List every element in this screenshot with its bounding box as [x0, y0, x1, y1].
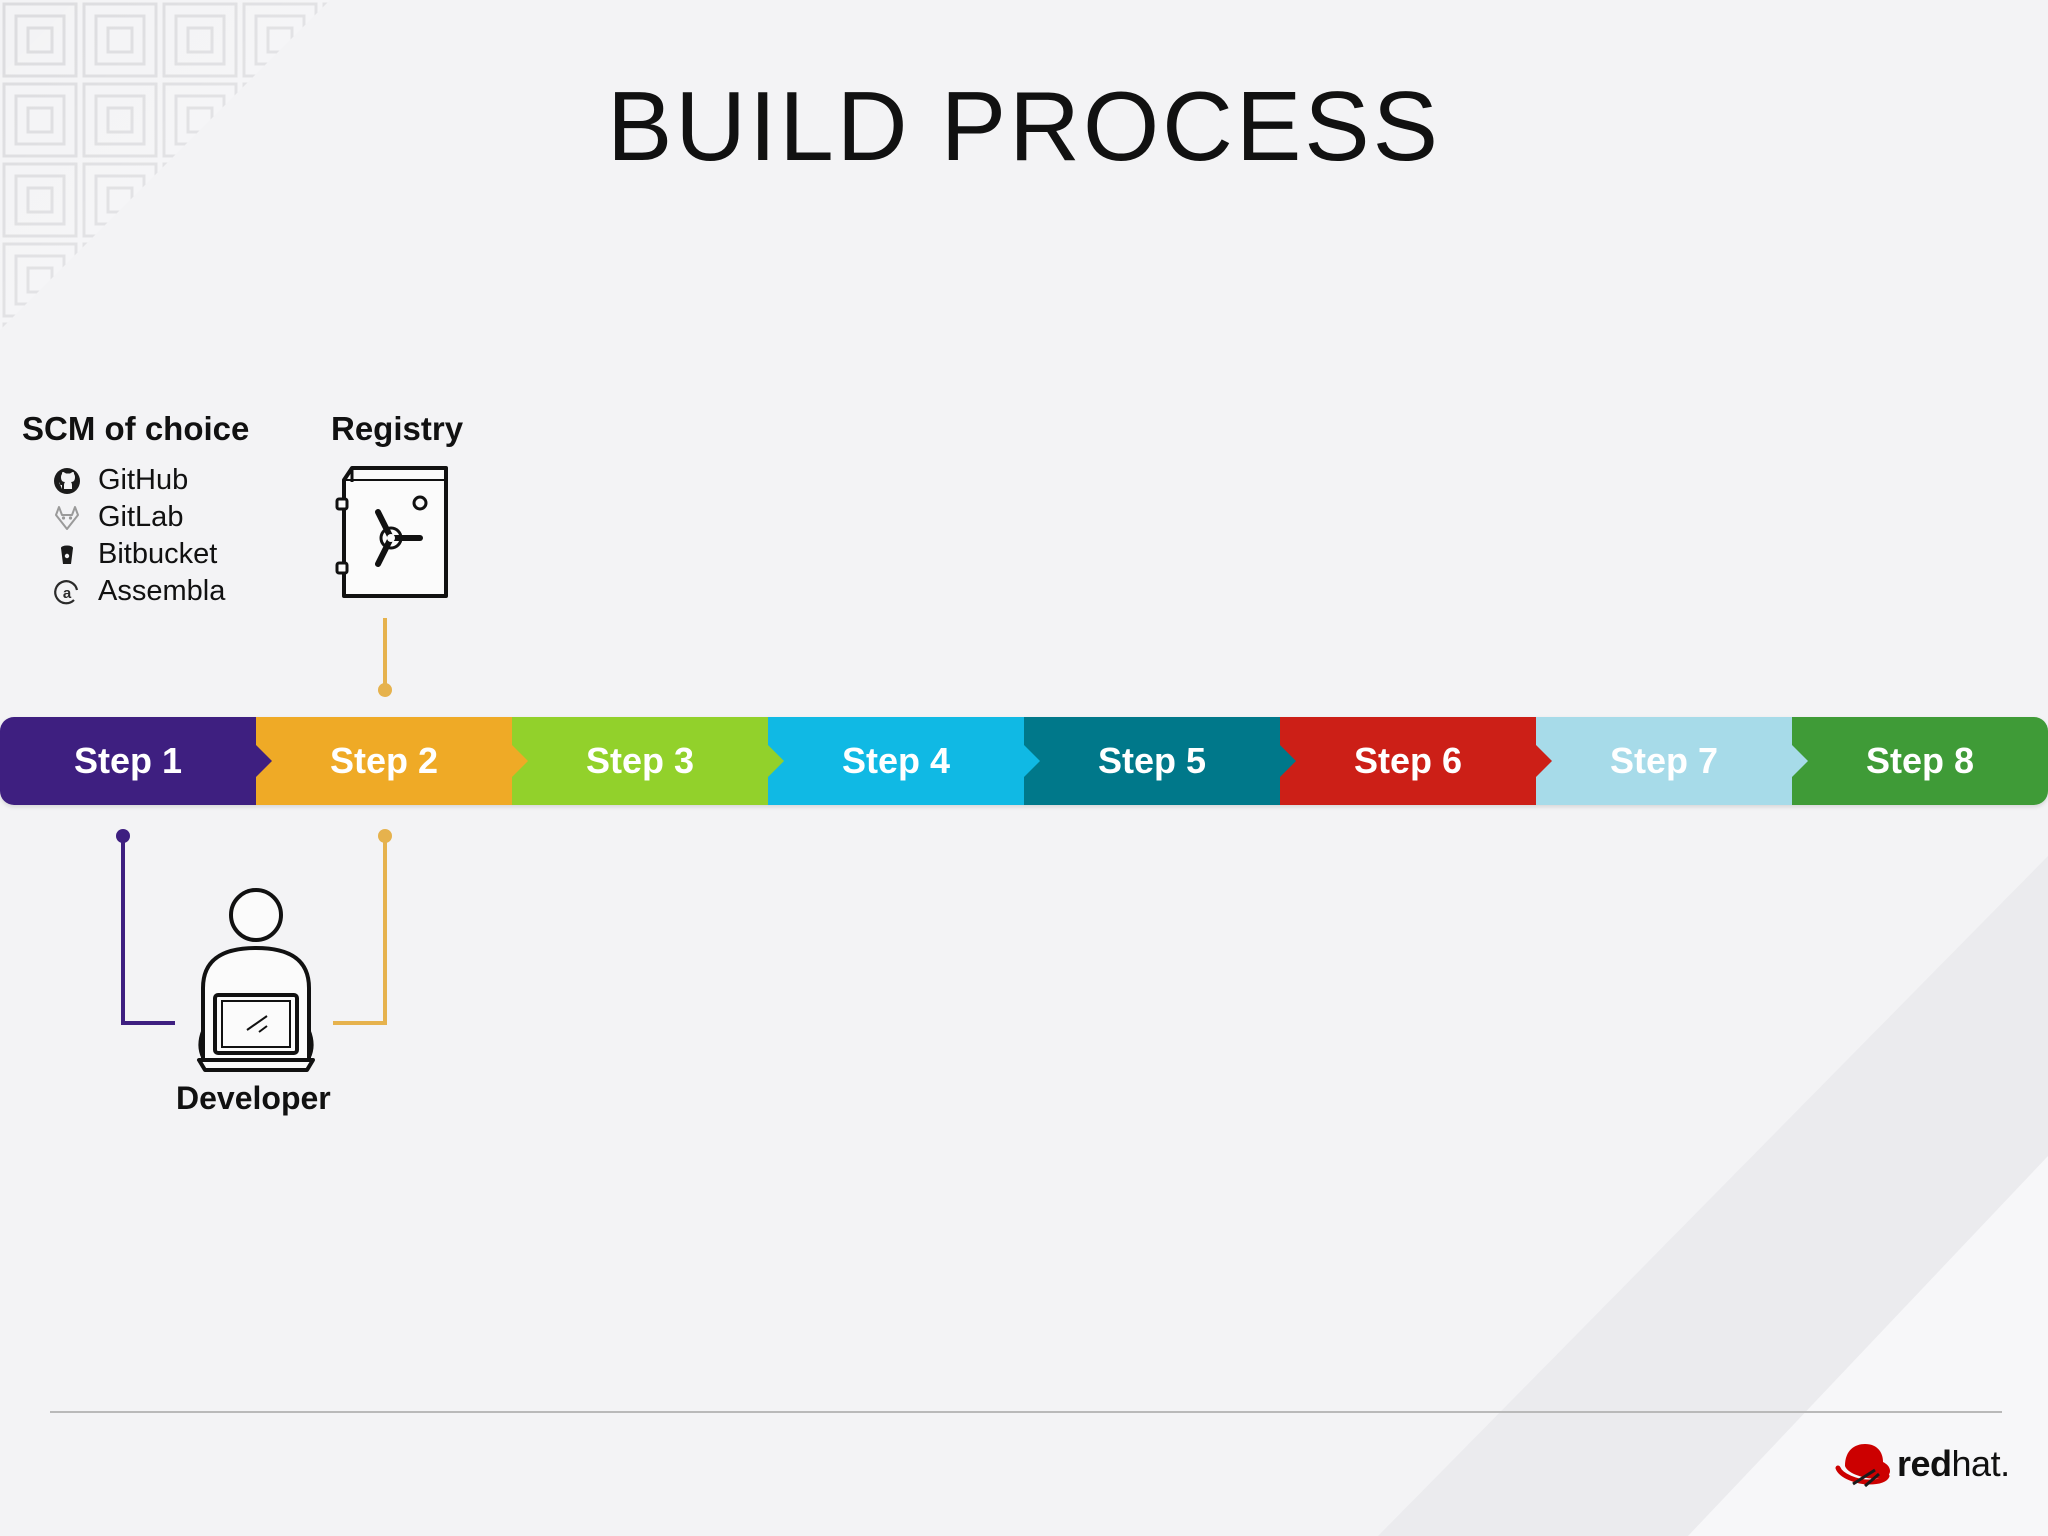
- scm-item-label: Bitbucket: [98, 538, 218, 570]
- step-8: Step 8: [1792, 717, 2048, 805]
- step-3: Step 3: [512, 717, 784, 805]
- logo-text-light: hat.: [1951, 1443, 2011, 1484]
- bitbucket-icon: [50, 538, 84, 572]
- corner-decorative-stripe: [1378, 856, 2048, 1536]
- slide-title: BUILD PROCESS: [606, 71, 1442, 181]
- logo-text-bold: red: [1897, 1443, 1952, 1484]
- step1-connector: [121, 836, 175, 1025]
- scm-item-assembla: a Assembla: [50, 573, 249, 610]
- scm-item-label: GitHub: [98, 464, 189, 496]
- scm-item-github: GitHub: [50, 462, 249, 499]
- svg-text:a: a: [63, 585, 72, 602]
- step-label: Step 3: [585, 740, 695, 781]
- step-label: Step 7: [1609, 740, 1719, 781]
- step-1: Step 1: [0, 717, 272, 805]
- scm-list: GitHub GitLab Bitbucket: [22, 462, 249, 610]
- step-5: Step 5: [1024, 717, 1296, 805]
- step-label: Step 6: [1353, 740, 1463, 781]
- scm-title: SCM of choice: [22, 410, 250, 447]
- step-2: Step 2: [256, 717, 528, 805]
- step-label: Step 5: [1097, 740, 1207, 781]
- registry-label: Registry: [331, 410, 464, 447]
- step-label: Step 1: [73, 740, 183, 781]
- scm-panel: SCM of choice GitHub GitLab: [22, 410, 249, 610]
- gitlab-icon: [50, 501, 84, 535]
- github-icon: [50, 464, 84, 498]
- scm-item-gitlab: GitLab: [50, 499, 249, 536]
- step-label: Step 2: [329, 740, 439, 781]
- scm-item-label: GitLab: [98, 501, 184, 533]
- registry-connector-dot: [378, 683, 392, 697]
- corner-decorative-pattern: [0, 0, 330, 330]
- step2-connector: [333, 836, 387, 1025]
- footer-divider: [50, 1411, 2002, 1413]
- redhat-icon: [1835, 1444, 1890, 1488]
- scm-item-bitbucket: Bitbucket: [50, 536, 249, 573]
- safe-icon: [335, 466, 448, 598]
- step-7: Step 7: [1536, 717, 1808, 805]
- step-6: Step 6: [1280, 717, 1552, 805]
- scm-item-label: Assembla: [98, 575, 226, 607]
- redhat-wordmark: redhat.: [1897, 1443, 2010, 1485]
- assembla-icon: a: [50, 575, 84, 609]
- step-label: Step 4: [841, 740, 951, 781]
- redhat-logo: redhat.: [1835, 1440, 2010, 1488]
- developer-label: Developer: [176, 1080, 331, 1116]
- step-4: Step 4: [768, 717, 1040, 805]
- steps-bar: Step 1 Step 2 Step 3 Step 4 Step 5 Step …: [0, 717, 2048, 805]
- step-label: Step 8: [1865, 740, 1975, 781]
- developer-laptop-icon: [197, 888, 315, 1072]
